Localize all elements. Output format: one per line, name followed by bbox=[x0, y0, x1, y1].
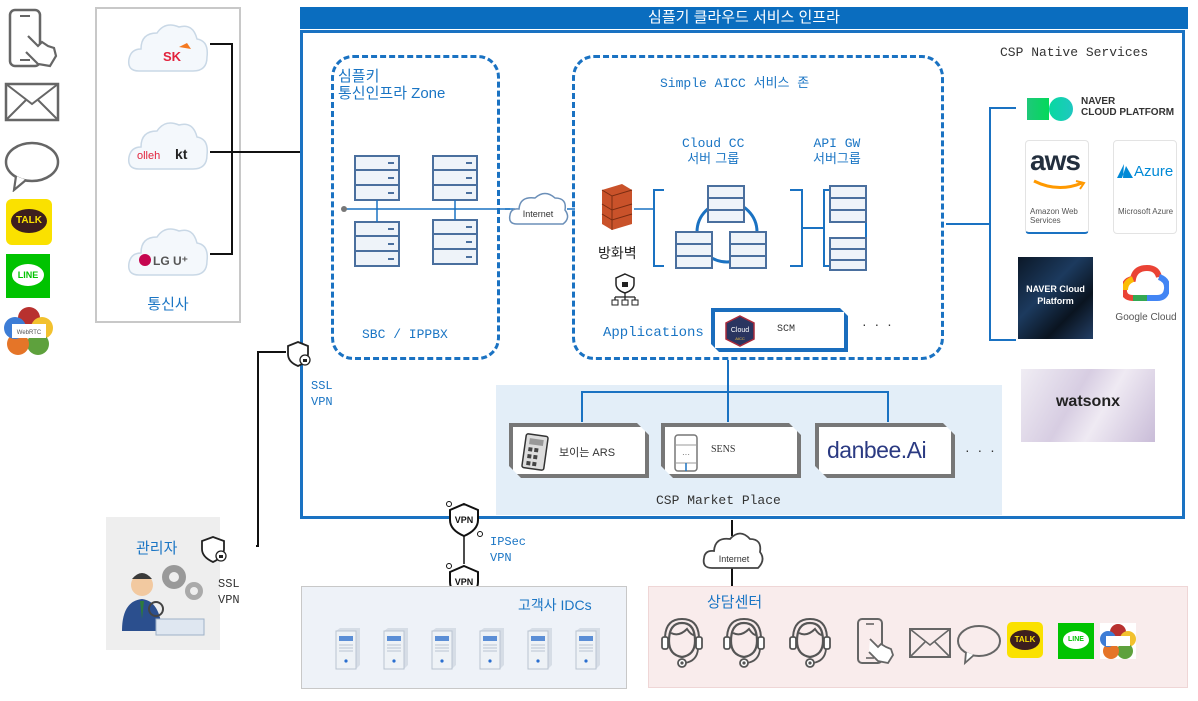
admin-box: 관리자 bbox=[106, 517, 220, 650]
ssl-vpn-link bbox=[256, 341, 311, 547]
agent-headset-icon bbox=[723, 617, 765, 668]
server-groups bbox=[634, 185, 867, 271]
svg-text:VPN: VPN bbox=[455, 577, 474, 587]
infra-server-rack-group bbox=[341, 155, 510, 267]
left-channel-icons: TALK LINE WebRTC bbox=[4, 8, 60, 355]
cloud-aicc-badge-icon: Cloud AICC bbox=[725, 315, 755, 347]
line-icon: LINE bbox=[6, 254, 50, 298]
svg-text:LG U⁺: LG U⁺ bbox=[153, 254, 188, 268]
email-icon bbox=[909, 628, 951, 658]
provider-aws: aws Amazon Web Services bbox=[1025, 140, 1089, 234]
aicc-zone-title: Simple AICC 서비스 존 bbox=[660, 76, 810, 91]
email-icon bbox=[4, 82, 60, 122]
csp-native-connector bbox=[946, 107, 1016, 341]
carrier-kt-cloud: olleh kt bbox=[127, 122, 209, 170]
marketplace-more-ellipsis: · · · bbox=[965, 442, 997, 458]
idc-server-icon bbox=[575, 628, 600, 670]
ipsec-vpn-label: IPSec VPN bbox=[490, 535, 527, 565]
chat-bubble-icon bbox=[957, 625, 1001, 666]
shield-lock-icon bbox=[201, 536, 227, 563]
scm-label: SCM bbox=[777, 324, 796, 335]
idc-server-list bbox=[332, 627, 622, 671]
calculator-icon bbox=[521, 433, 549, 471]
kakaotalk-icon: TALK bbox=[6, 199, 52, 245]
admin-person-icon bbox=[122, 565, 205, 636]
webrtc-icon: WebRTC bbox=[4, 307, 53, 355]
agent-list bbox=[657, 617, 857, 668]
aicc-service-zone bbox=[572, 55, 944, 360]
idc-server-icon bbox=[431, 628, 456, 670]
csp-native-label: CSP Native Services bbox=[1000, 45, 1149, 60]
sms-device-icon: ··· bbox=[673, 433, 699, 473]
svg-text:Internet: Internet bbox=[523, 209, 554, 219]
api-gw-label: API GW 서버그룹 bbox=[813, 136, 861, 167]
provider-naver-cloud: NAVER CLOUD PLATFORM bbox=[1025, 96, 1185, 122]
contact-center-label: 상담센터 bbox=[707, 594, 763, 611]
infra-zone-title: 심플키 통신인프라 Zone bbox=[338, 68, 446, 102]
telecom-box: SK olleh kt LG U⁺ 통신사 bbox=[95, 7, 241, 323]
scm-app-card[interactable]: Cloud AICC SCM bbox=[711, 308, 848, 352]
svg-text:Cloud: Cloud bbox=[731, 327, 749, 334]
ssl-vpn-label-admin: SSL VPN bbox=[218, 577, 240, 607]
mobile-touch-icon bbox=[857, 618, 894, 665]
network-security-icon bbox=[611, 273, 639, 306]
provider-google-cloud: Google Cloud bbox=[1110, 262, 1182, 332]
watsonx-logo: watsonx bbox=[1021, 369, 1155, 442]
aicc-more-ellipsis: · · · bbox=[862, 316, 894, 332]
svg-text:Internet: Internet bbox=[719, 554, 750, 564]
infra-title-bar: 심플기 클라우드 서비스 인프라 bbox=[300, 7, 1188, 29]
provider-naver-cloud-platform: NAVER Cloud Platform bbox=[1018, 257, 1093, 339]
ssl-vpn-label-inner: SSL VPN bbox=[311, 379, 333, 409]
webrtc-icon bbox=[1100, 623, 1136, 659]
contact-center-box: 상담센터 TALK LINE bbox=[648, 586, 1188, 688]
svg-text:WebRTC: WebRTC bbox=[17, 330, 42, 336]
cloud-infra-box bbox=[300, 30, 1185, 519]
svg-text:VPN: VPN bbox=[455, 515, 474, 525]
svg-text:SK: SK bbox=[163, 49, 182, 64]
carrier-lgu-cloud: LG U⁺ bbox=[127, 228, 209, 276]
chat-bubble-icon bbox=[4, 141, 60, 192]
firewall-icon bbox=[601, 184, 633, 230]
telecom-label: 통신사 bbox=[147, 296, 189, 313]
kakaotalk-icon: TALK bbox=[1007, 622, 1043, 658]
svg-text:AICC: AICC bbox=[735, 336, 745, 341]
idc-server-icon bbox=[335, 628, 360, 670]
telecom-connector bbox=[210, 43, 300, 255]
agent-headset-icon bbox=[789, 617, 831, 668]
svg-text:kt: kt bbox=[175, 146, 188, 162]
firewall-label: 방화벽 bbox=[598, 245, 637, 261]
mobile-touch-icon bbox=[8, 8, 58, 68]
svg-text:olleh: olleh bbox=[137, 150, 160, 162]
agent-headset-icon bbox=[661, 617, 703, 668]
vpn-shield-icon: VPN bbox=[446, 501, 483, 538]
marketplace-item-sens[interactable]: ··· SENS bbox=[661, 423, 801, 478]
svg-text:···: ··· bbox=[682, 450, 690, 459]
infra-zone-footer: SBC / IPPBX bbox=[362, 327, 448, 342]
internet-cloud-icon: Internet bbox=[505, 192, 575, 225]
contact-internet-link: Internet bbox=[702, 520, 764, 588]
internet-cloud-icon bbox=[702, 532, 764, 569]
customer-idc-label: 고객사 IDCs bbox=[518, 597, 592, 613]
provider-azure: Azure Microsoft Azure bbox=[1113, 140, 1177, 234]
ipsec-vpn-link: VPN VPN bbox=[446, 501, 483, 600]
idc-server-icon bbox=[527, 628, 552, 670]
idc-server-icon bbox=[383, 628, 408, 670]
marketplace-connector bbox=[581, 360, 889, 422]
marketplace-label: CSP Market Place bbox=[656, 493, 781, 508]
marketplace-item-ars[interactable]: 보이는 ARS bbox=[509, 423, 649, 478]
cloud-cc-label: Cloud CC 서버 그룹 bbox=[682, 136, 745, 167]
applications-label: Applications bbox=[603, 325, 704, 341]
carrier-sk-cloud: SK bbox=[127, 24, 209, 72]
idc-server-icon bbox=[479, 628, 504, 670]
marketplace-item-danbee[interactable]: danbee.Ai bbox=[815, 423, 955, 478]
customer-idc-box: 고객사 IDCs bbox=[301, 586, 627, 689]
telecom-infra-zone bbox=[331, 55, 500, 360]
line-icon: LINE bbox=[1058, 623, 1094, 659]
